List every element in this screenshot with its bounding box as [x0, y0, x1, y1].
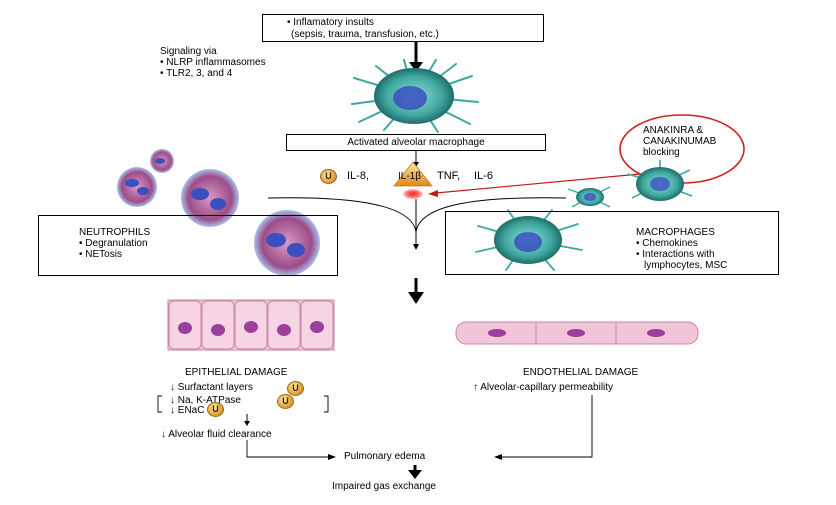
drug-callout-line3: blocking: [643, 147, 680, 158]
epithelial-item-enac: ↓ ENaC: [170, 405, 205, 416]
signaling-item-nlrp: • NLRP inflammasomes: [160, 57, 266, 68]
drug-callout-line2: CANAKINUMAB: [643, 136, 717, 147]
cytokine-tnf: TNF,: [437, 170, 461, 182]
u-badge-enac: U: [207, 402, 224, 417]
neutrophils-title: NEUTROPHILS: [79, 227, 151, 238]
endothelial-title: ENDOTHELIAL DAMAGE: [523, 367, 639, 378]
arrow-bottom-head: [408, 470, 422, 479]
neutrophils-box: NEUTROPHILS • Degranulation • NETosis: [38, 215, 338, 276]
u-badge-atpase: U: [277, 394, 294, 409]
epithelial-title: EPITHELIAL DAMAGE: [185, 367, 288, 378]
epithelial-result: ↓ Alveolar fluid clearance: [161, 429, 272, 440]
macrophage-medium: [627, 160, 693, 201]
macrophages-item-chemokines: • Chemokines: [636, 238, 698, 249]
macrophages-box: MACROPHAGES • Chemokines • Interactions …: [445, 211, 779, 275]
il1b-triangle: [393, 161, 433, 187]
cytokine-il1b: IL-1β: [398, 171, 421, 182]
pulmonary-edema: Pulmonary edema: [344, 451, 426, 462]
u-badge-surfactant: U: [287, 381, 304, 396]
endothelial-item-permeability: ↑ Alveolar-capillary permeability: [473, 382, 614, 393]
macrophages-item-interactions: • Interactions with: [636, 249, 715, 260]
signaling-item-tlr: • TLR2, 3, and 4: [160, 68, 233, 79]
epithelial-item-atpase: ↓ Na, K-ATPase: [170, 395, 241, 406]
arrow-middle-head: [408, 292, 424, 304]
inflammatory-insults-box: • Inflamatory insults (sepsis, trauma, t…: [262, 14, 544, 42]
signaling-title: Signaling via: [160, 46, 217, 57]
neutrophil-box-cell: [254, 210, 320, 276]
u-badge-cytokine: U: [320, 169, 337, 184]
impaired-gas-exchange: Impaired gas exchange: [332, 481, 436, 492]
activated-macrophage-box: Activated alveolar macrophage: [286, 134, 546, 151]
activated-macrophage-label: Activated alveolar macrophage: [347, 137, 485, 148]
drug-callout-line1: ANAKINRA &: [643, 125, 704, 136]
macrophages-item-lymphocytes: lymphocytes, MSC: [644, 260, 728, 271]
neutrophils-item-degranulation: • Degranulation: [79, 238, 148, 249]
neutrophil-medium: [117, 167, 157, 207]
epithelial-item-surfactant: ↓ Surfactant layers: [170, 382, 253, 393]
neutrophils-item-netosis: • NETosis: [79, 249, 122, 260]
insults-line2: (sepsis, trauma, transfusion, etc.): [291, 29, 439, 40]
cytokine-il8: IL-8,: [347, 170, 370, 182]
blocking-point: [403, 189, 423, 199]
macrophage-box-cell: [475, 209, 583, 271]
macrophage-cell-top: [351, 59, 479, 133]
neutrophil-large: [181, 169, 239, 227]
neutrophil-small: [150, 149, 174, 173]
macrophages-title: MACROPHAGES: [636, 227, 715, 238]
macrophage-small: [567, 186, 611, 208]
epithelium-illustration: [167, 299, 335, 351]
drug-callout-line: [435, 173, 641, 194]
insults-line1: • Inflamatory insults: [287, 17, 374, 28]
cytokine-il6: IL-6: [474, 170, 493, 182]
arrow-top-head: [409, 62, 423, 72]
endothelium-illustration: [455, 321, 699, 345]
